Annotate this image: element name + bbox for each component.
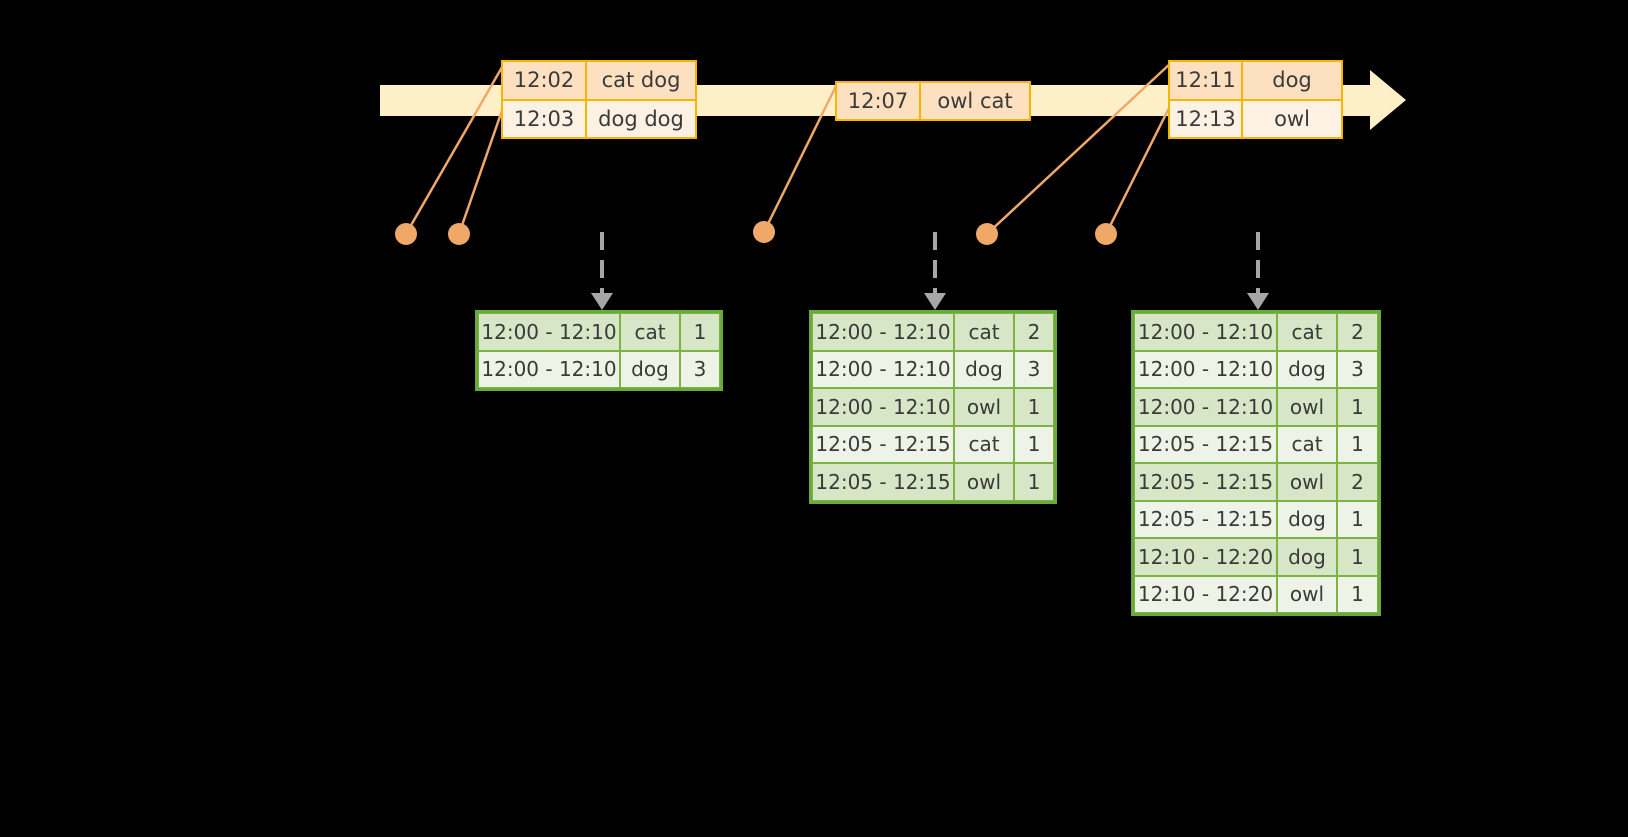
table-cell-window: 12:00 - 12:10 — [812, 388, 954, 426]
table-cell-window: 12:05 - 12:15 — [812, 463, 954, 501]
table-cell-key: dog — [1277, 500, 1337, 538]
dashed-line — [933, 232, 937, 295]
dashed-arrow-3 — [1247, 232, 1269, 310]
table-cell-count: 2 — [1337, 313, 1378, 351]
table-cell-window: 12:00 - 12:10 — [1134, 388, 1277, 426]
table-cell-key: owl — [1277, 388, 1337, 426]
table-cell-count: 1 — [1337, 500, 1378, 538]
table-cell-window: 12:05 - 12:15 — [812, 425, 954, 463]
table-cell-window: 12:00 - 12:10 — [1134, 350, 1277, 388]
table-cell-key: owl — [954, 388, 1014, 426]
table-cell-count: 3 — [1014, 350, 1054, 388]
table-cell-key: cat — [1277, 425, 1337, 463]
table-cell-window: 12:00 - 12:10 — [478, 350, 620, 388]
table-cell-count: 1 — [1337, 425, 1378, 463]
arrowhead-down-icon — [591, 293, 613, 310]
connector-12-02-dot — [395, 223, 417, 245]
timeline-arrowhead-icon — [1370, 70, 1406, 130]
table-cell-count: 1 — [1014, 388, 1054, 426]
table-cell-key: cat — [620, 313, 680, 351]
event-value: owl cat — [921, 83, 1029, 119]
table-cell-count: 3 — [1337, 350, 1378, 388]
dashed-line — [600, 232, 604, 295]
table-cell-key: cat — [1277, 313, 1337, 351]
arrowhead-down-icon — [1247, 293, 1269, 310]
table-cell-key: dog — [620, 350, 680, 388]
table-cell-count: 2 — [1014, 313, 1054, 351]
table-cell-count: 1 — [1014, 425, 1054, 463]
event-row: 12:03 dog dog — [503, 98, 695, 137]
table-cell-window: 12:10 - 12:20 — [1134, 538, 1277, 576]
event-time: 12:03 — [503, 100, 587, 137]
dashed-arrow-2 — [924, 232, 946, 310]
event-value: dog dog — [587, 100, 695, 137]
connector-12-07-dot — [753, 221, 775, 243]
connector-12-13-dot — [1095, 223, 1117, 245]
table-cell-count: 1 — [680, 313, 720, 351]
connector-12-03 — [457, 101, 507, 235]
table-cell-key: owl — [1277, 575, 1337, 613]
connector-12-03-dot — [448, 223, 470, 245]
table-cell-count: 2 — [1337, 463, 1378, 501]
event-time: 12:02 — [503, 62, 587, 99]
table-cell-key: dog — [954, 350, 1014, 388]
table-cell-count: 1 — [1337, 538, 1378, 576]
table-cell-count: 1 — [1337, 388, 1378, 426]
table-cell-window: 12:00 - 12:10 — [812, 313, 954, 351]
table-cell-window: 12:05 - 12:15 — [1134, 425, 1277, 463]
event-row: 12:02 cat dog — [503, 62, 695, 99]
table-cell-window: 12:05 - 12:15 — [1134, 500, 1277, 538]
table-cell-window: 12:10 - 12:20 — [1134, 575, 1277, 613]
table-cell-key: cat — [954, 313, 1014, 351]
dashed-line — [1256, 232, 1260, 295]
event-time: 12:13 — [1170, 100, 1243, 137]
table-cell-count: 1 — [1014, 463, 1054, 501]
connector-12-11-dot — [976, 223, 998, 245]
arrowhead-down-icon — [924, 293, 946, 310]
event-row: 12:13 owl — [1170, 98, 1341, 137]
event-value: owl — [1243, 100, 1341, 137]
event-box-3[interactable]: 12:11 dog 12:13 owl — [1168, 60, 1343, 139]
event-value: dog — [1243, 62, 1341, 99]
table-cell-count: 3 — [680, 350, 720, 388]
dashed-arrow-1 — [591, 232, 613, 310]
event-time: 12:11 — [1170, 62, 1243, 99]
table-cell-window: 12:05 - 12:15 — [1134, 463, 1277, 501]
event-time: 12:07 — [837, 83, 921, 119]
table-cell-key: cat — [954, 425, 1014, 463]
table-cell-window: 12:00 - 12:10 — [478, 313, 620, 351]
event-box-1[interactable]: 12:02 cat dog 12:03 dog dog — [501, 60, 697, 139]
table-cell-window: 12:00 - 12:10 — [1134, 313, 1277, 351]
table-cell-key: owl — [954, 463, 1014, 501]
event-box-2[interactable]: 12:07 owl cat — [835, 81, 1031, 121]
event-row: 12:07 owl cat — [837, 83, 1029, 119]
table-cell-window: 12:00 - 12:10 — [812, 350, 954, 388]
table-cell-key: owl — [1277, 463, 1337, 501]
event-value: cat dog — [587, 62, 695, 99]
connector-12-13 — [1104, 101, 1174, 235]
table-cell-count: 1 — [1337, 575, 1378, 613]
event-row: 12:11 dog — [1170, 62, 1341, 99]
table-cell-key: dog — [1277, 350, 1337, 388]
table-cell-key: dog — [1277, 538, 1337, 576]
